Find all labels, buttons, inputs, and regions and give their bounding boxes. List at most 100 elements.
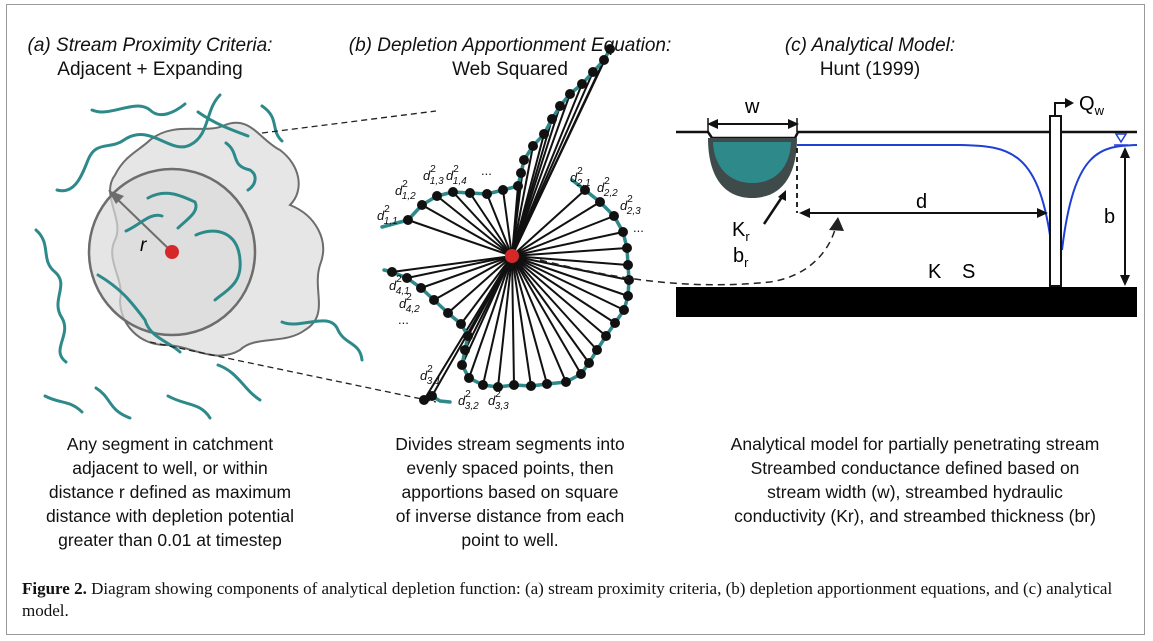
stream-point	[526, 381, 536, 391]
stream-point	[460, 345, 470, 355]
link-arrowhead	[829, 217, 844, 231]
web-line	[486, 193, 513, 257]
stream-point	[448, 187, 458, 197]
stream-point	[580, 185, 590, 195]
ground-surface	[676, 130, 1137, 140]
figure-caption: Figure 2. Diagram showing components of …	[22, 578, 1122, 622]
stream-point	[622, 243, 632, 253]
web-line	[406, 255, 513, 279]
stream-point	[516, 168, 526, 178]
link-arrow	[539, 225, 837, 286]
stream-point	[605, 44, 615, 54]
radius-arrow	[113, 195, 173, 253]
panel-c-graphic: w Qw d Kr br b K S	[676, 93, 1138, 317]
stream-point	[561, 377, 571, 387]
stream-point	[493, 382, 503, 392]
thickness-arrowhead-top	[1120, 147, 1130, 158]
stream-point	[542, 379, 552, 389]
stream-point	[482, 189, 492, 199]
panel-a-graphic: r	[34, 93, 437, 420]
stream-point	[555, 101, 565, 111]
web-line	[421, 204, 513, 257]
stream-point	[456, 319, 466, 329]
stream-point	[443, 308, 453, 318]
label-Kr: Kr	[732, 219, 750, 244]
web-line	[433, 255, 513, 301]
web-line	[511, 145, 534, 257]
well-point-b	[505, 249, 519, 263]
stream-point	[595, 197, 605, 207]
thickness-arrowhead-bottom	[1120, 275, 1130, 286]
stream-point	[619, 305, 629, 315]
stream-point	[623, 260, 633, 270]
web-line	[447, 255, 513, 314]
stream-point	[528, 141, 538, 151]
label-K: K	[928, 261, 942, 283]
stream-point	[577, 79, 587, 89]
projection-line-bottom	[149, 341, 437, 403]
distance-arrowhead-left	[799, 208, 810, 218]
label-br: br	[733, 245, 749, 270]
stream-point	[478, 380, 488, 390]
web-line	[511, 255, 582, 375]
web-line	[460, 255, 513, 325]
width-arrowhead-left	[707, 119, 718, 129]
panel-b-title: (b) Depletion Apportionment Equation: We…	[348, 35, 672, 80]
stream-point	[592, 345, 602, 355]
stream-points	[387, 44, 634, 405]
web-line	[469, 192, 513, 257]
web-line	[511, 231, 624, 257]
radius-label: r	[140, 235, 147, 256]
web-line	[420, 255, 513, 289]
distance-label: ...	[481, 163, 492, 178]
web-line	[423, 255, 513, 401]
pumping-well	[1049, 115, 1062, 287]
stream-point	[609, 211, 619, 221]
web-line	[511, 255, 567, 383]
stream-point	[465, 188, 475, 198]
label-d: d	[916, 191, 927, 213]
web-line	[511, 215, 615, 257]
projection-line-top	[261, 110, 437, 134]
stream-point	[464, 373, 474, 383]
web-lines	[391, 48, 630, 401]
web-line	[452, 191, 513, 257]
water-table-marker	[1114, 133, 1128, 144]
stream-point	[427, 391, 437, 401]
web-line	[511, 255, 629, 297]
web-line	[511, 255, 625, 311]
Kr-pointer	[762, 196, 784, 225]
stream-point	[623, 291, 633, 301]
stream-point	[599, 55, 609, 65]
web-line	[468, 255, 513, 379]
web-line	[391, 255, 513, 273]
web-line	[511, 247, 628, 257]
web-line	[502, 189, 513, 257]
web-line	[511, 93, 571, 257]
panel-a-description: Any segment in catchment adjacent to wel…	[45, 434, 295, 550]
stream-point	[618, 227, 628, 237]
stream-point	[509, 380, 519, 390]
web-line	[511, 255, 590, 364]
stream-point	[565, 89, 575, 99]
web-line	[511, 201, 601, 257]
streams-panel-a	[34, 93, 364, 420]
stream-point	[416, 283, 426, 293]
web-line	[511, 255, 532, 387]
label-b: b	[1104, 206, 1115, 228]
stream-point	[457, 360, 467, 370]
stream-point	[547, 114, 557, 124]
stream-point	[419, 395, 429, 405]
pump-arrowhead	[1065, 98, 1074, 108]
web-line	[511, 255, 607, 337]
web-line	[511, 255, 598, 351]
